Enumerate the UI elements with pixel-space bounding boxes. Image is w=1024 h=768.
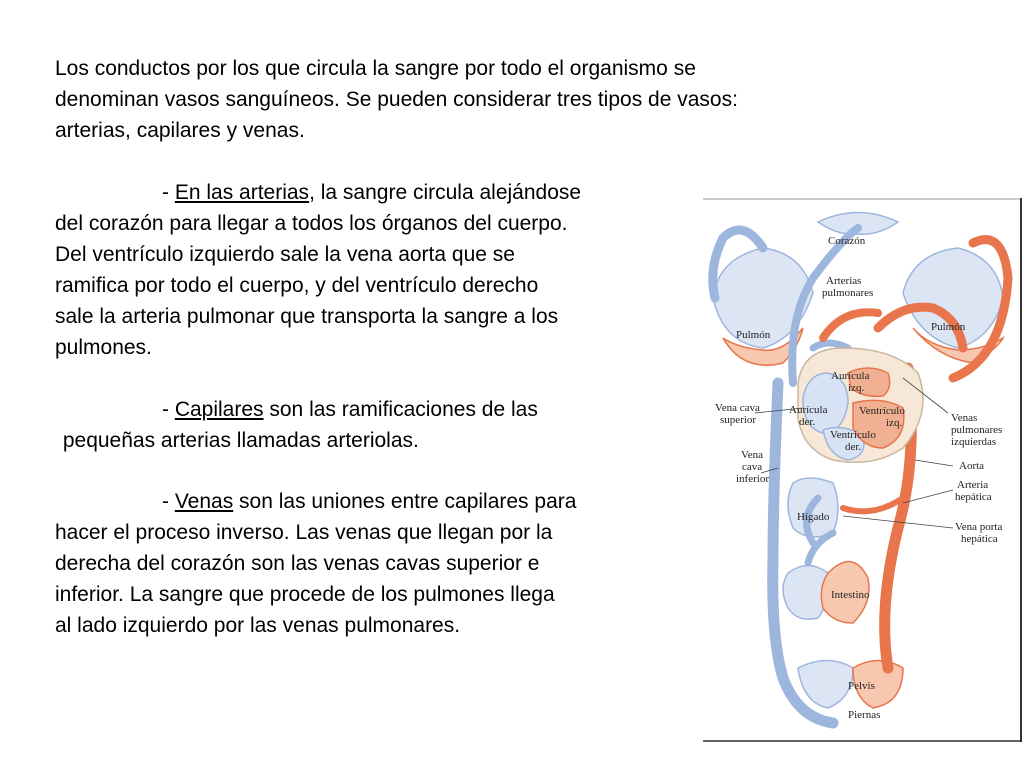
label-vena-cava-superior-1: Vena cava (715, 402, 760, 414)
arterias-line-1: del corazón para llegar a todos los órga… (55, 212, 568, 235)
label-pulmon-left: Pulmón (736, 329, 771, 341)
venas-line-1: hacer el proceso inverso. Las venas que … (55, 521, 553, 544)
label-ventriculo-izq-2: izq. (886, 417, 902, 429)
label-piernas: Piernas (848, 709, 880, 721)
arterias-term: En las arterias (174, 181, 310, 204)
venas-term: Venas (174, 490, 234, 513)
label-arteria-hepatica-1: Arteria (957, 479, 988, 491)
portal-vein (804, 529, 837, 567)
label-auricula-izq-2: izq. (848, 382, 864, 394)
right-ventricle (822, 426, 865, 461)
label-aorta: Aorta (959, 460, 984, 472)
venas-line-3: inferior. La sangre que procede de los p… (55, 583, 555, 606)
label-auricula-der-2: der. (799, 416, 815, 428)
label-pulmon-right: Pulmón (931, 321, 966, 333)
pointer-vena-cava-superior (754, 407, 804, 414)
capilares-line-1: pequeñas arterias llamadas arteriolas. (57, 429, 419, 452)
label-auricula-izq-1: Aurícula (831, 370, 870, 382)
hepatic-artery (840, 495, 906, 515)
pointer-aorta (914, 459, 954, 467)
venas-line-4: al lado izquierdo por las venas pulmonar… (55, 614, 461, 637)
intestine-arterial-bed (820, 561, 870, 624)
label-higado: Hígado (797, 511, 830, 523)
right-atrium (802, 372, 849, 434)
label-intestino: Intestino (831, 589, 870, 601)
venas-line-2: derecha del corazón son las venas cavas … (55, 552, 540, 575)
intro-line-2: denominan vasos sanguíneos. Se pueden co… (55, 88, 738, 111)
label-venas-pulmonares-2: pulmonares (951, 424, 1002, 436)
capilares-term: Capilares (174, 398, 264, 421)
bullet-dash: - (162, 181, 175, 204)
label-ventriculo-der-2: der. (845, 441, 861, 453)
label-vena-cava-inferior-2: cava (742, 461, 762, 473)
label-auricula-der-1: Aurícula (789, 404, 828, 416)
circulatory-system-diagram: Corazón Arterias pulmonares Pulmón Pulmó… (703, 198, 1022, 742)
left-lung-arterial-bed (722, 327, 804, 366)
label-arteria-hepatica-2: hepática (955, 491, 992, 503)
label-pelvis: Pelvis (848, 680, 875, 692)
superior-vena-cava-loop (708, 225, 768, 303)
label-ventriculo-izq-1: Ventrículo (859, 405, 905, 417)
arterias-line-2: Del ventrículo izquierdo sale la vena ao… (55, 243, 515, 266)
label-ventriculo-der-1: Ventrículo (830, 429, 876, 441)
heart-capillary-bed (816, 211, 900, 235)
label-venas-pulmonares-3: izquierdas (951, 436, 996, 448)
label-vena-cava-inferior-1: Vena (741, 449, 763, 461)
pointer-venas-pulmonares (902, 377, 949, 414)
bullet-dash: - (162, 398, 175, 421)
pulmonary-vein-left (809, 339, 852, 352)
hepatic-vein (803, 494, 822, 547)
venas-rest: son las uniones entre capilares para (233, 490, 577, 513)
capilares-heading: - Capilares son las ramificaciones de la… (162, 394, 538, 425)
capilares-rest: son las ramificaciones de las (263, 398, 538, 421)
label-venas-pulmonares-1: Venas (951, 412, 977, 424)
intro-line-3: arterias, capilares y venas. (55, 119, 305, 142)
label-arterias-pulmonares-2: pulmonares (822, 287, 873, 299)
intro-line-1: Los conductos por los que circula la san… (55, 57, 696, 80)
label-vena-cava-superior-2: superior (720, 414, 756, 426)
pointer-vena-cava-inferior (760, 467, 779, 474)
systemic-artery-right (948, 235, 1013, 383)
left-atrium (847, 367, 891, 398)
legs-venous-bed (797, 659, 854, 709)
arterias-rest: , la sangre circula alejándose (309, 181, 582, 204)
intestine-venous-bed (782, 564, 830, 620)
arterias-line-3: ramifica por todo el cuerpo, y del ventr… (55, 274, 539, 297)
arterias-line-4: sale la arteria pulmonar que transporta … (55, 305, 559, 328)
label-vena-porta-2: hepática (961, 533, 998, 545)
aortic-arch (873, 302, 968, 353)
arterias-heading: - En las arterias, la sangre circula ale… (162, 177, 581, 208)
venas-heading: - Venas son las uniones entre capilares … (162, 486, 576, 517)
pointer-arteria-hepatica (902, 489, 954, 504)
arterias-line-5: pulmones. (55, 336, 152, 359)
label-vena-cava-inferior-3: inferior (736, 473, 769, 485)
pointer-vena-porta (842, 515, 954, 529)
label-arterias-pulmonares-1: Arterias (826, 275, 861, 287)
superior-vena-cava (788, 224, 862, 387)
pulmonary-artery (819, 308, 882, 342)
label-corazon: Corazón (828, 235, 866, 247)
bullet-dash: - (162, 490, 175, 513)
label-vena-porta-1: Vena porta (955, 521, 1002, 533)
left-ventricle (852, 399, 905, 449)
left-lung-capillary-bed (712, 247, 814, 349)
